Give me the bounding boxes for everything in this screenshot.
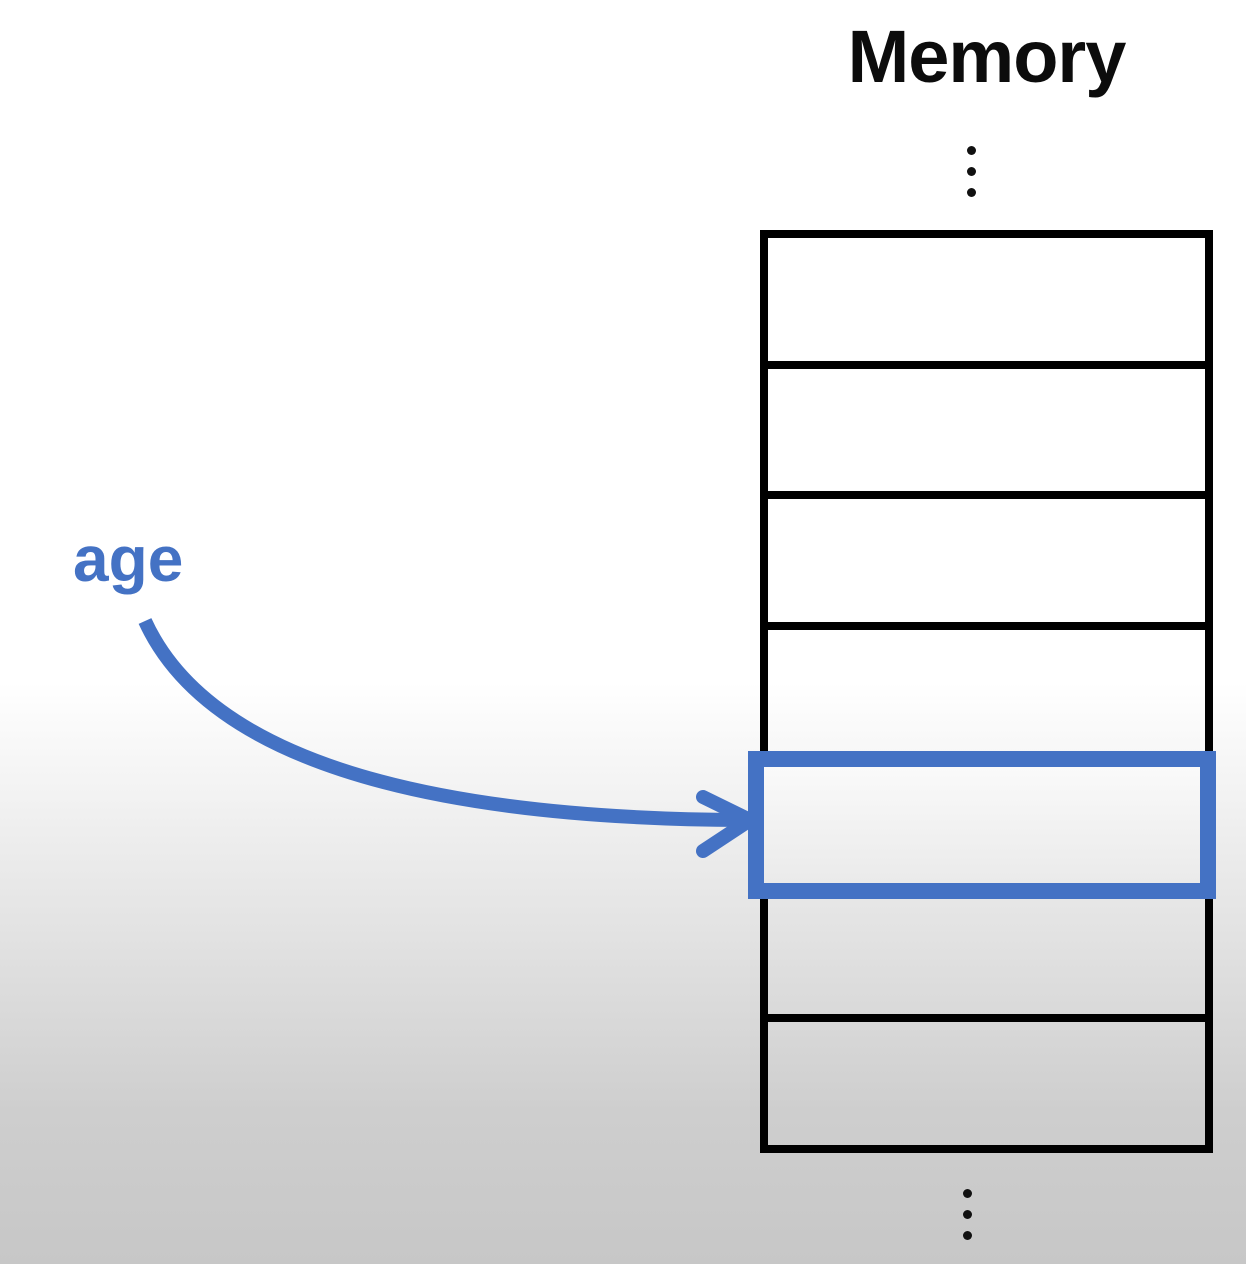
ellipsis-dot	[966, 146, 976, 155]
curved-arrow-head-icon	[696, 790, 757, 858]
curved-arrow-shaft	[138, 618, 745, 827]
memory-table	[760, 230, 1213, 1153]
vertical-ellipsis-top-icon	[966, 146, 976, 197]
memory-cell	[768, 238, 1205, 369]
diagram-title: Memory	[847, 15, 1127, 98]
memory-cell	[768, 499, 1205, 631]
ellipsis-dot	[962, 1189, 972, 1198]
memory-cell	[768, 1022, 1205, 1145]
ellipsis-dot	[962, 1231, 972, 1240]
memory-cell	[768, 761, 1205, 892]
variable-name-label: age	[73, 523, 184, 595]
memory-cell	[768, 892, 1205, 1023]
memory-cell	[768, 630, 1205, 761]
ellipsis-dot	[962, 1210, 972, 1219]
ellipsis-dot	[966, 188, 976, 197]
vertical-ellipsis-bottom-icon	[962, 1189, 972, 1240]
memory-cell	[768, 369, 1205, 500]
ellipsis-dot	[966, 167, 976, 176]
